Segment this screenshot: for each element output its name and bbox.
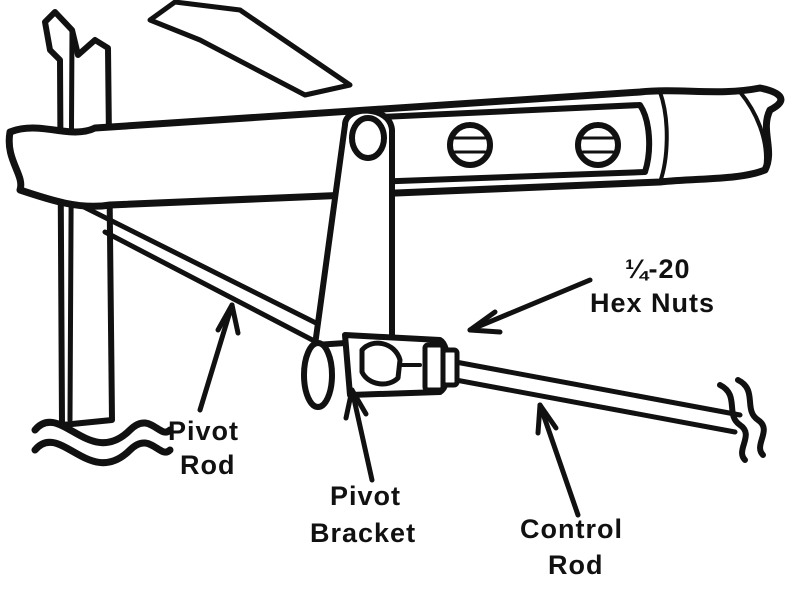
control-rod-arrow <box>535 402 581 518</box>
hex-nuts-arrow <box>467 277 593 335</box>
pivot-rod-label-line1: Pivot <box>168 416 239 446</box>
hex-nuts-label-line1: ¼-20 <box>625 254 691 284</box>
leader-arrows <box>197 277 593 518</box>
control-rod-label-line1: Control <box>520 514 623 544</box>
control-rod <box>442 357 767 463</box>
upper-brace <box>147 0 353 98</box>
pivot-bracket <box>301 332 460 410</box>
label-pivot-rod: Pivot Rod <box>168 416 239 480</box>
pivot-bracket-label-line2: Bracket <box>310 518 416 548</box>
control-rod-label-line2: Rod <box>548 550 603 580</box>
frame-leg <box>31 9 174 467</box>
label-pivot-bracket: Pivot Bracket <box>310 481 416 548</box>
pivot-rod <box>77 202 333 348</box>
label-hex-nuts: ¼-20 Hex Nuts <box>590 254 715 318</box>
hex-nuts-label-line2: Hex Nuts <box>590 288 715 318</box>
bolt-right <box>575 122 621 168</box>
label-control-rod: Control Rod <box>520 514 623 580</box>
mounting-plate <box>357 102 653 185</box>
pivot-rod-label-line2: Rod <box>180 450 235 480</box>
bolt-left <box>447 122 493 168</box>
pivot-bracket-label-line1: Pivot <box>330 481 401 511</box>
pivot-arm <box>312 107 395 348</box>
pivot-bracket-arrow <box>343 387 375 483</box>
pivot-rod-arrow <box>197 302 241 413</box>
